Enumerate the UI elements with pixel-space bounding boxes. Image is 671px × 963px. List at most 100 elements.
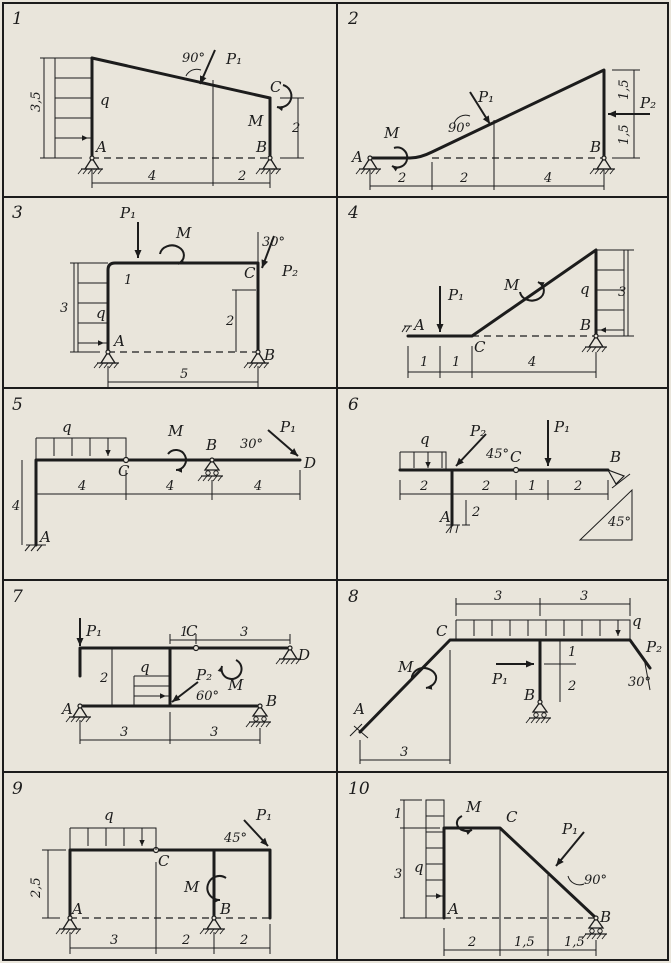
p2-label: P₂ (639, 94, 656, 112)
p1-label: P₁ (561, 820, 578, 838)
problem-number: 10 (348, 779, 370, 799)
point-a: A (112, 332, 125, 350)
dim-span-2: 2 (459, 171, 468, 186)
problem-4: 4 P₁ M q A C B 3 1 1 4 (347, 203, 634, 378)
problem-number: 8 (348, 587, 359, 607)
p1-label: P₁ (553, 418, 570, 436)
point-b: B (523, 686, 535, 704)
q-label: q (104, 806, 114, 824)
m-label: M (465, 798, 482, 816)
point-b: B (219, 900, 231, 918)
point-b: B (263, 346, 275, 364)
p1-label: P₁ (119, 204, 136, 222)
point-a: A (412, 316, 425, 334)
dim-height: 3,5 (29, 91, 44, 112)
dim-upper: 1 (568, 645, 576, 660)
p2-label: P₂ (281, 262, 298, 280)
m-label: M (503, 276, 520, 294)
dim-span-2: 3 (210, 725, 218, 740)
dim-span-3: 4 (543, 171, 552, 186)
dim-height: 2,5 (29, 877, 44, 899)
problem-8: 8 C q M P₁ P₂ 30° A B 3 3 1 2 3 (348, 587, 662, 764)
problem-number: 6 (348, 395, 359, 415)
dim-c-height: 2 (225, 314, 234, 329)
dim-lower: 1,5 (617, 124, 632, 145)
q-label: q (140, 658, 150, 676)
angle-label: 90° (182, 51, 205, 66)
point-c: C (436, 622, 448, 640)
p2-label: P₂ (645, 638, 662, 656)
angle-label: 90° (584, 873, 607, 888)
p2-label: P₂ (469, 422, 486, 440)
dim-span: 3 (400, 745, 408, 760)
point-c: C (186, 622, 198, 640)
dim-top-1: 1 (180, 625, 188, 640)
p1-label: P₁ (447, 286, 464, 304)
point-a: A (94, 138, 107, 156)
problem-5: 5 q M B 30° P₁ C D A 4 4 4 4 (11, 395, 316, 552)
problem-10: 10 M C P₁ q 90° A B 1 3 2 1,5 1,5 (348, 779, 611, 956)
p1-label: P₁ (255, 806, 272, 824)
angle-label: 30° (262, 235, 285, 250)
support-angle: 45° (607, 515, 631, 530)
problem-7: 7 P₁ C D q M P₂ 60° A B 1 3 2 3 3 (12, 587, 310, 744)
q-label: q (414, 858, 424, 876)
p1-label: P₁ (279, 418, 296, 436)
m-label: M (247, 112, 264, 130)
dim-span-2: 2 (237, 169, 246, 184)
dim-span-3: 1,5 (564, 935, 585, 950)
p1-label: P₁ (477, 88, 494, 106)
problem-number: 2 (347, 9, 359, 29)
point-c: C (506, 808, 518, 826)
point-a: A (438, 508, 451, 526)
point-c: C (158, 852, 170, 870)
dim-span-1: 2 (419, 479, 428, 494)
point-b: B (609, 448, 621, 466)
p1-label: P₁ (85, 622, 102, 640)
point-a: A (446, 900, 459, 918)
q-label: q (632, 612, 642, 630)
problem-3: 3 P₁ M 30° C P₂ q A B 1 3 2 5 (12, 203, 298, 388)
m-label: M (383, 124, 400, 142)
point-a: A (352, 700, 365, 718)
dim-offset: 1 (124, 273, 132, 288)
q-label: q (580, 280, 590, 298)
angle-label: 45° (223, 831, 247, 846)
dim-span-1: 3 (110, 933, 118, 948)
p2-label: P₂ (195, 666, 212, 684)
point-b: B (205, 436, 217, 454)
point-d: D (303, 454, 316, 472)
dim-span-2: 2 (181, 933, 190, 948)
dim-span-3: 4 (253, 479, 262, 494)
point-b: B (265, 692, 277, 710)
problem-6: 6 q P₂ 45° C P₁ B A 45° 2 2 1 2 2 (348, 395, 633, 541)
dim-span: 5 (180, 367, 188, 382)
dim-height: 2 (471, 505, 480, 520)
dim-c-height: 2 (291, 121, 300, 136)
dim-span-3: 1 (528, 479, 536, 494)
problem-1: 1 P₁ 90° C q M A B 3,5 2 4 2 (12, 9, 304, 188)
point-a: A (38, 528, 51, 546)
m-label: M (183, 878, 200, 896)
problem-number: 7 (12, 587, 23, 607)
angle-label: 45° (485, 447, 509, 462)
point-a: A (70, 900, 83, 918)
p1-label: P₁ (225, 50, 242, 68)
point-c: C (270, 78, 282, 96)
dim-height: 3 (60, 301, 68, 316)
dim-top: 1 (394, 807, 402, 822)
point-b: B (579, 316, 591, 334)
m-label: M (227, 676, 244, 694)
angle-label: 30° (240, 437, 263, 452)
dim-height: 2 (99, 671, 108, 686)
dim-top-1: 3 (494, 589, 502, 604)
m-label: M (167, 422, 184, 440)
dim-span-2: 2 (481, 479, 490, 494)
angle-label: 30° (628, 675, 651, 690)
point-c: C (118, 462, 130, 480)
dim-span-1: 3 (120, 725, 128, 740)
point-c: C (244, 264, 256, 282)
point-b: B (589, 138, 601, 156)
p1-label: P₁ (491, 670, 508, 688)
